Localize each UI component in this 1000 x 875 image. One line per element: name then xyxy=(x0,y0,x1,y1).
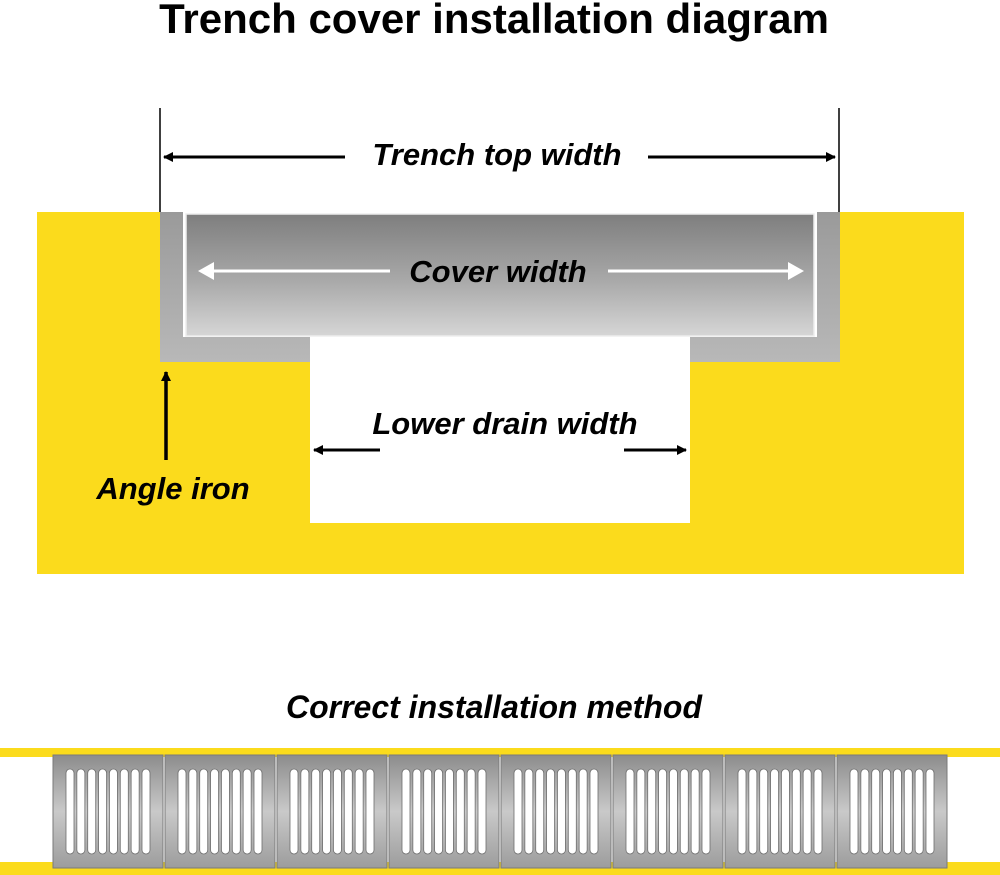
grate-slot xyxy=(813,768,823,855)
trench-grate xyxy=(836,754,948,869)
grate-slot xyxy=(466,768,476,855)
grate-slot xyxy=(546,768,555,855)
grate-slot xyxy=(647,768,657,855)
grate-row xyxy=(52,754,948,869)
grate-slot xyxy=(311,768,321,855)
trench-grate xyxy=(276,754,388,869)
grate-slot xyxy=(322,768,331,855)
grate-slot xyxy=(871,768,881,855)
grate-slot xyxy=(849,768,859,855)
grate-slot xyxy=(231,768,241,855)
grate-slot xyxy=(300,768,310,855)
grate-slot xyxy=(434,768,443,855)
grate-slot xyxy=(401,768,411,855)
installed-trench-strip xyxy=(0,748,1000,875)
cover-width-arrowhead-left xyxy=(198,262,214,280)
trench-grate xyxy=(52,754,164,869)
grate-slot xyxy=(589,768,599,855)
grate-slot xyxy=(791,768,801,855)
concrete-block xyxy=(37,212,964,574)
grate-slot xyxy=(679,768,689,855)
grate-slot xyxy=(412,768,422,855)
grate-slot xyxy=(199,768,209,855)
concrete-edge-top xyxy=(0,748,1000,757)
grate-slot xyxy=(423,768,433,855)
grate-slot xyxy=(98,768,107,855)
grate-slot xyxy=(914,768,924,855)
grate-slot xyxy=(188,768,198,855)
grate-slot xyxy=(690,768,700,855)
grate-slot xyxy=(242,768,252,855)
angle-iron-left xyxy=(160,212,310,362)
grate-slot xyxy=(802,768,812,855)
grate-slot xyxy=(860,768,870,855)
trench-grate xyxy=(724,754,836,869)
grate-slot xyxy=(130,768,140,855)
grate-slot xyxy=(903,768,913,855)
trench-grate xyxy=(164,754,276,869)
grate-slot xyxy=(781,768,790,855)
grate-slot xyxy=(333,768,342,855)
grate-slot xyxy=(759,768,769,855)
grate-slot xyxy=(882,768,891,855)
grate-slot xyxy=(737,768,747,855)
angle-iron-label: Angle iron xyxy=(95,471,249,506)
grate-slot xyxy=(893,768,902,855)
grate-slot xyxy=(513,768,523,855)
lower-drain-width-label: Lower drain width xyxy=(372,406,637,441)
correct-method-label: Correct installation method xyxy=(286,689,704,725)
grate-slot xyxy=(253,768,263,855)
grate-slot xyxy=(748,768,758,855)
grate-slot xyxy=(119,768,129,855)
grate-slot xyxy=(557,768,566,855)
grate-slot xyxy=(354,768,364,855)
grate-slot xyxy=(343,768,353,855)
grate-slot xyxy=(535,768,545,855)
grate-slot xyxy=(365,768,375,855)
grate-slot xyxy=(625,768,635,855)
grate-slot xyxy=(770,768,779,855)
grate-slot xyxy=(636,768,646,855)
trench-cover xyxy=(185,213,815,337)
grate-slot xyxy=(477,768,487,855)
trench-grate xyxy=(612,754,724,869)
grate-slot xyxy=(109,768,118,855)
grate-slot xyxy=(567,768,577,855)
grate-slot xyxy=(289,768,299,855)
grate-slot xyxy=(658,768,667,855)
grate-slot xyxy=(65,768,75,855)
diagram-title: Trench cover installation diagram xyxy=(159,0,829,42)
grate-slot xyxy=(669,768,678,855)
grate-slot xyxy=(925,768,935,855)
cover-width-arrowhead-right xyxy=(788,262,804,280)
grate-slot xyxy=(524,768,534,855)
grate-slot xyxy=(701,768,711,855)
cover-width-label: Cover width xyxy=(409,254,586,289)
grate-slot xyxy=(210,768,219,855)
trench-top-width-label: Trench top width xyxy=(372,137,621,172)
grate-slot xyxy=(455,768,465,855)
grate-slot xyxy=(445,768,454,855)
trench-grate xyxy=(388,754,500,869)
grate-slot xyxy=(141,768,151,855)
grate-slot xyxy=(177,768,187,855)
grate-slot xyxy=(76,768,86,855)
grate-slot xyxy=(221,768,230,855)
angle-iron-right xyxy=(690,212,840,362)
grate-slot xyxy=(578,768,588,855)
grate-slot xyxy=(87,768,97,855)
trench-grate xyxy=(500,754,612,869)
